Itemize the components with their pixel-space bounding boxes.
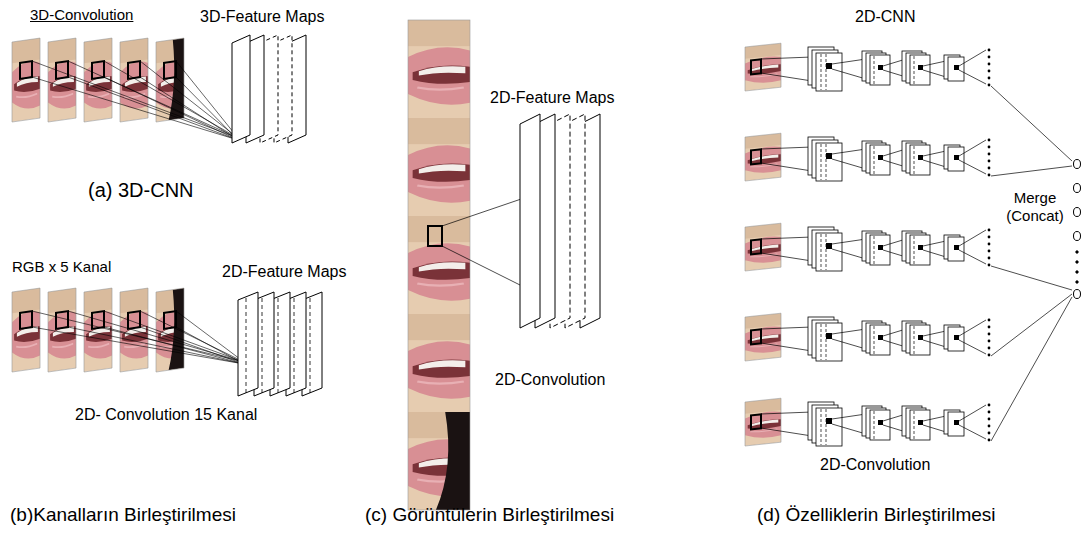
label-text: 3D-Convolution — [30, 6, 133, 23]
output-label: 2D-Feature Maps — [490, 88, 615, 107]
input-label: RGB x 5 Kanal — [12, 258, 111, 276]
label-text: (c) Görüntülerin Birleştirilmesi — [365, 504, 614, 525]
stacked-frames-c — [408, 20, 470, 510]
label-text: Merge (Concat) — [1006, 189, 1064, 224]
section-title: 3D-Convolution — [30, 6, 133, 24]
kernel-lines-c — [442, 196, 530, 290]
kernel-lines-b — [32, 311, 244, 364]
panel-caption: (d) Özelliklerin Birleştirilmesi — [757, 504, 996, 527]
feature-maps-c — [520, 114, 600, 328]
operation-label: 2D-Convolution — [820, 455, 930, 474]
output-label: 2D-Feature Maps — [222, 262, 347, 281]
label-text: (d) Özelliklerin Birleştirilmesi — [757, 504, 996, 525]
panel-caption: (c) Görüntülerin Birleştirilmesi — [365, 504, 614, 527]
frames-a — [12, 38, 184, 122]
concat-vector-d — [1074, 160, 1081, 299]
label-text: 2D-CNN — [855, 8, 915, 25]
label-text: 2D-Feature Maps — [490, 89, 615, 106]
operation-label: 2D-Convolution — [495, 370, 605, 389]
panel-caption: (b)Kanalların Birleştirilmesi — [10, 504, 236, 527]
label-text: 2D-Convolution — [495, 371, 605, 388]
output-label: 3D-Feature Maps — [200, 7, 325, 26]
label-text: 2D- Convolution 15 Kanal — [75, 406, 257, 423]
panel-caption: (a) 3D-CNN — [88, 178, 194, 202]
cnn-rows-d — [745, 43, 990, 446]
feature-map-dashes-b — [246, 298, 310, 394]
operation-label: 2D- Convolution 15 Kanal — [75, 405, 257, 424]
label-text: 2D-Convolution — [820, 456, 930, 473]
label-text: (a) 3D-CNN — [88, 179, 194, 201]
kernel-lines-a — [32, 61, 238, 140]
merge-lines-d — [991, 86, 1072, 441]
label-text: (b)Kanalların Birleştirilmesi — [10, 504, 236, 525]
label-text: 3D-Feature Maps — [200, 8, 325, 25]
frames-b — [12, 288, 184, 372]
feature-maps-b — [238, 292, 322, 396]
label-text: RGB x 5 Kanal — [12, 258, 111, 275]
feature-maps-a — [232, 35, 306, 143]
network-label: 2D-CNN — [855, 7, 915, 26]
merge-label: Merge (Concat) — [998, 189, 1072, 225]
label-text: 2D-Feature Maps — [222, 263, 347, 280]
